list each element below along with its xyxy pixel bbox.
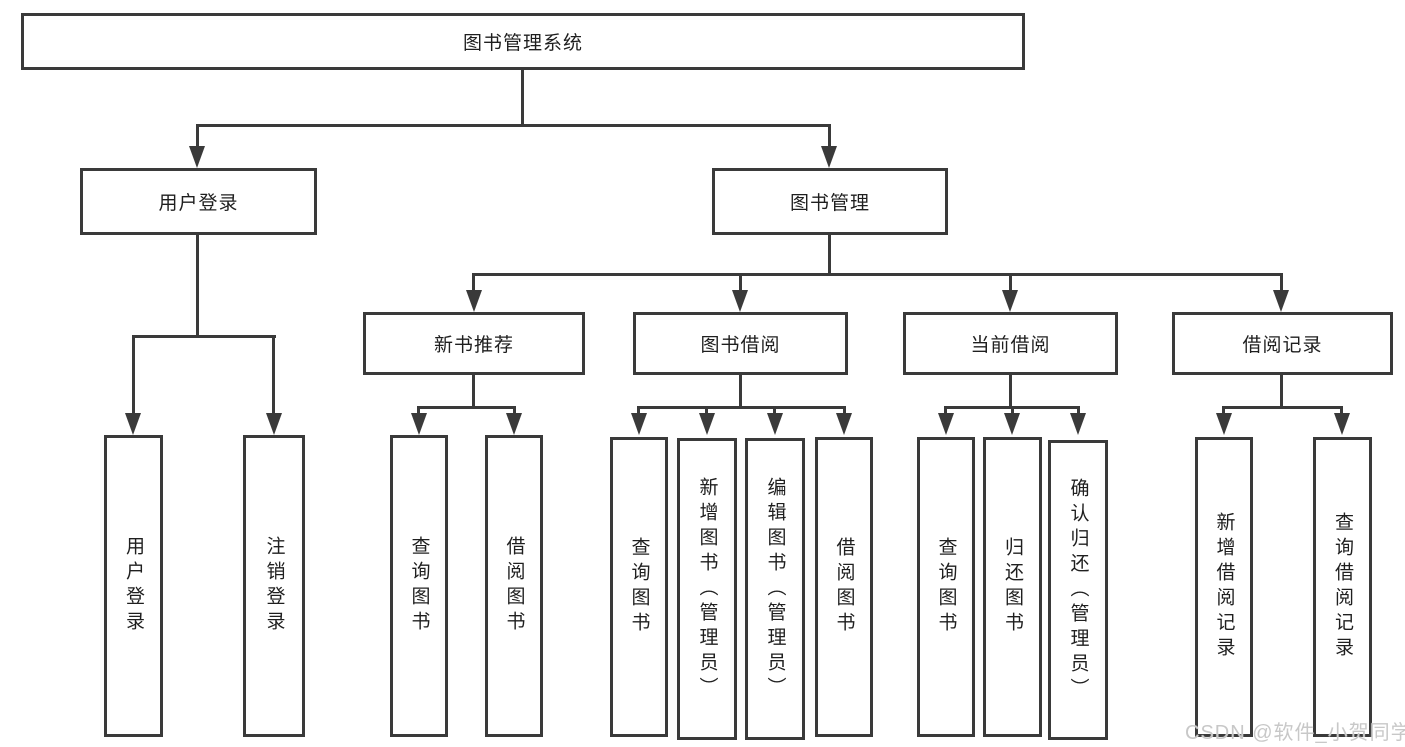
- connector-line: [472, 273, 475, 295]
- connector-line: [196, 124, 831, 127]
- arrow-down-icon: [506, 413, 522, 435]
- node-root-label: 图书管理系统: [462, 33, 583, 54]
- arrow-down-icon: [1334, 413, 1350, 435]
- connector-line: [739, 273, 742, 295]
- connector-line: [521, 70, 524, 126]
- leaf-records-query-record: 查询借阅记录: [1313, 437, 1372, 737]
- arrow-down-icon: [1273, 290, 1289, 312]
- node-book-management-label: 图书管理: [789, 193, 870, 214]
- arrow-down-icon: [411, 413, 427, 435]
- arrow-down-icon: [1002, 290, 1018, 312]
- connector-line: [472, 375, 475, 408]
- arrow-down-icon: [938, 413, 954, 435]
- leaf-borrow-query-books-label: 查询图书: [628, 537, 650, 637]
- node-root: 图书管理系统: [21, 13, 1025, 70]
- leaf-borrow-edit-books-admin: 编辑图书（管理员）: [745, 438, 805, 740]
- connector-line: [196, 235, 199, 337]
- connector-line: [1222, 406, 1343, 409]
- leaf-newbook-query-books-label: 查询图书: [408, 536, 430, 636]
- leaf-borrow-edit-books-admin-label: 编辑图书（管理员）: [764, 476, 786, 702]
- node-borrow-records-label: 借阅记录: [1242, 335, 1323, 356]
- connector-line: [1280, 273, 1283, 295]
- connector-line: [472, 273, 1283, 276]
- connector-line: [272, 335, 275, 423]
- leaf-current-return-books-label: 归还图书: [1002, 537, 1023, 637]
- leaf-current-return-books: 归还图书: [983, 437, 1042, 737]
- connector-line: [739, 375, 742, 408]
- connector-line: [196, 124, 199, 158]
- leaf-current-query-books: 查询图书: [917, 437, 975, 737]
- arrow-down-icon: [1004, 413, 1020, 435]
- leaf-current-query-books-label: 查询图书: [935, 537, 957, 637]
- connector-line: [1009, 273, 1012, 295]
- leaf-logout-label: 注销登录: [263, 536, 285, 636]
- node-book-borrow: 图书借阅: [633, 312, 848, 375]
- connector-line: [417, 406, 516, 409]
- connector-line: [1280, 375, 1283, 408]
- connector-line: [132, 335, 276, 338]
- leaf-user-login-label: 用户登录: [123, 536, 144, 636]
- node-current-borrow: 当前借阅: [903, 312, 1118, 375]
- leaf-newbook-borrow-books: 借阅图书: [485, 435, 543, 737]
- node-user-login: 用户登录: [80, 168, 317, 235]
- node-book-borrow-label: 图书借阅: [700, 335, 781, 356]
- node-book-management: 图书管理: [712, 168, 948, 235]
- arrow-down-icon: [1216, 413, 1232, 435]
- node-borrow-records: 借阅记录: [1172, 312, 1393, 375]
- connector-line: [1009, 375, 1012, 408]
- leaf-borrow-add-books-admin-label: 新增图书（管理员）: [696, 476, 718, 702]
- leaf-borrow-add-books-admin: 新增图书（管理员）: [677, 438, 737, 740]
- arrow-down-icon: [732, 290, 748, 312]
- arrow-down-icon: [631, 413, 647, 435]
- connector-line: [828, 235, 831, 276]
- leaf-borrow-query-books: 查询图书: [610, 437, 668, 737]
- arrow-down-icon: [699, 413, 715, 435]
- node-user-login-label: 用户登录: [158, 193, 239, 214]
- leaf-newbook-query-books: 查询图书: [390, 435, 448, 737]
- connector-line: [828, 124, 831, 158]
- leaf-records-add-record: 新增借阅记录: [1195, 437, 1253, 737]
- arrow-down-icon: [266, 413, 282, 435]
- leaf-records-query-record-label: 查询借阅记录: [1332, 512, 1353, 662]
- node-new-book-recommend-label: 新书推荐: [433, 335, 514, 356]
- arrow-down-icon: [466, 290, 482, 312]
- arrow-down-icon: [821, 146, 837, 168]
- leaf-newbook-borrow-books-label: 借阅图书: [503, 536, 525, 636]
- arrow-down-icon: [189, 146, 205, 168]
- node-new-book-recommend: 新书推荐: [363, 312, 585, 375]
- node-current-borrow-label: 当前借阅: [970, 335, 1051, 356]
- leaf-current-confirm-return-admin: 确认归还（管理员）: [1048, 440, 1108, 740]
- connector-line: [637, 406, 846, 409]
- leaf-borrow-borrow-books-label: 借阅图书: [833, 537, 855, 637]
- leaf-current-confirm-return-admin-label: 确认归还（管理员）: [1067, 477, 1089, 703]
- leaf-logout: 注销登录: [243, 435, 305, 737]
- connector-line: [132, 335, 135, 423]
- arrow-down-icon: [125, 413, 141, 435]
- arrow-down-icon: [1070, 413, 1086, 435]
- leaf-borrow-borrow-books: 借阅图书: [815, 437, 873, 737]
- arrow-down-icon: [767, 413, 783, 435]
- csdn-watermark: CSDN @软件_小贺同学: [1185, 722, 1405, 744]
- arrow-down-icon: [836, 413, 852, 435]
- leaf-records-add-record-label: 新增借阅记录: [1213, 512, 1235, 662]
- leaf-user-login: 用户登录: [104, 435, 163, 737]
